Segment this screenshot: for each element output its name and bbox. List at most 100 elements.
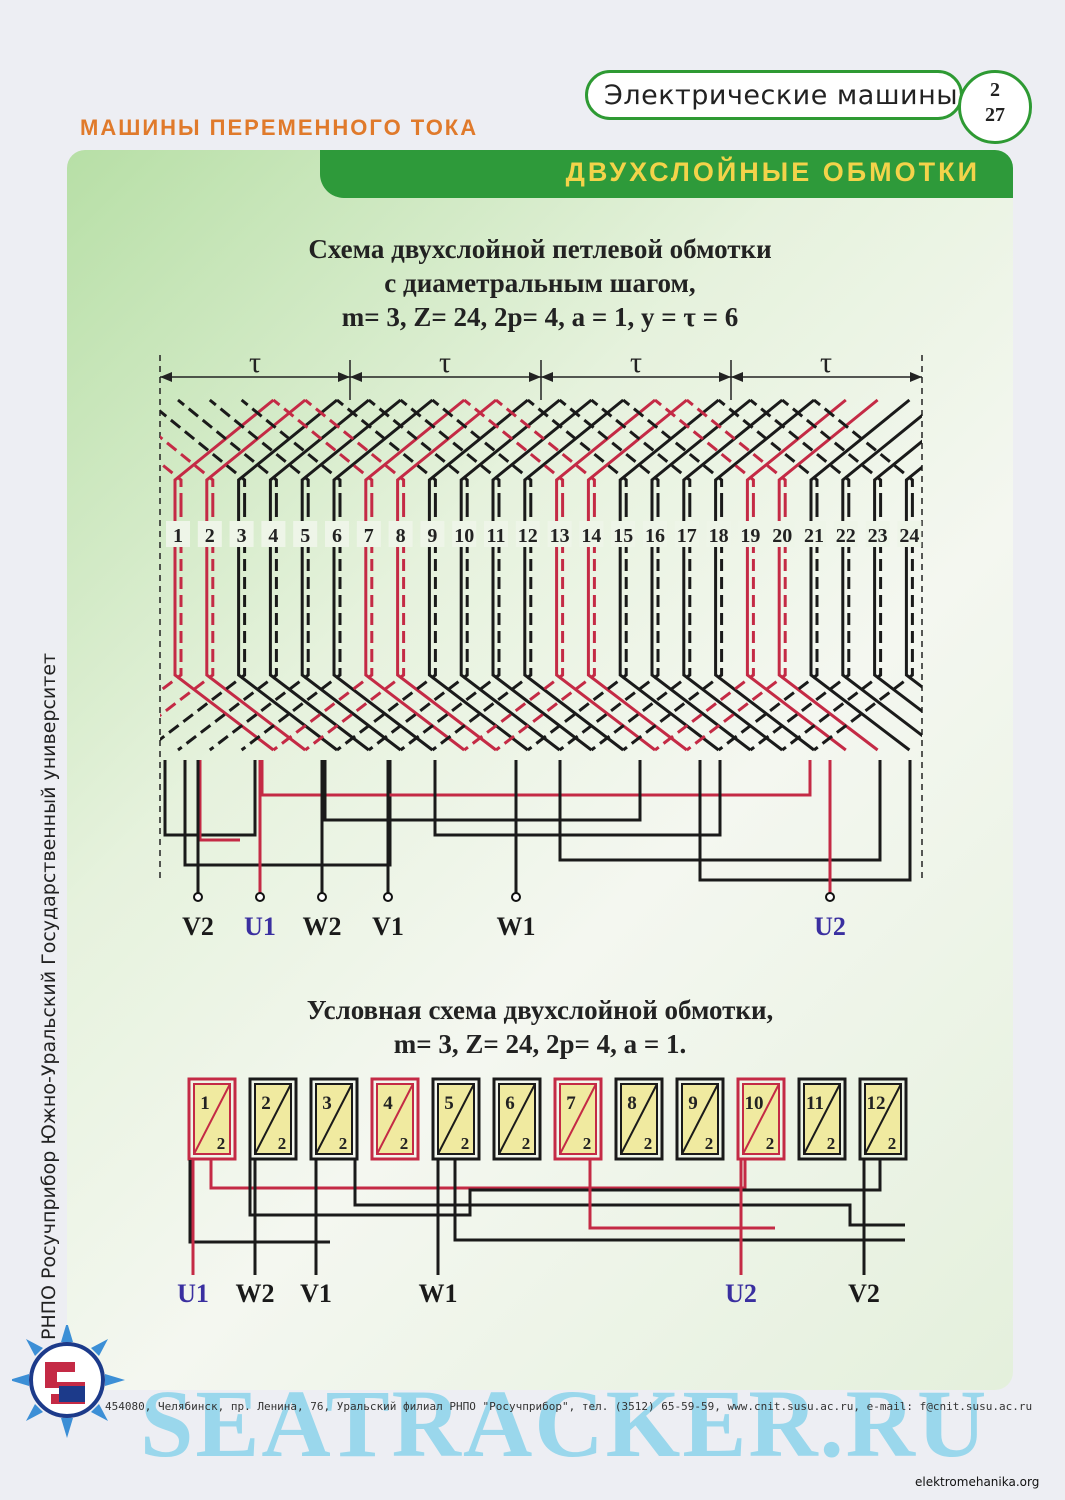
coil-diagonal <box>864 1083 902 1155</box>
coil-group-frame <box>797 1077 847 1161</box>
end-winding-bottom <box>873 650 922 714</box>
end-winding-top-dashed <box>431 398 533 505</box>
tau-label: τ <box>630 346 642 379</box>
slot-number: 4 <box>268 525 278 547</box>
coil-diagonal <box>498 1083 536 1155</box>
winding-diagram-1 <box>159 355 923 880</box>
connection-lead-2 <box>248 1160 882 1217</box>
coil-group-frame <box>736 1077 786 1161</box>
coil-group-sub: 2 <box>827 1134 836 1153</box>
coil-group-sub: 2 <box>217 1134 226 1153</box>
end-winding-bottom-dashed <box>526 650 628 752</box>
terminal-label-u1: U1 <box>244 912 276 941</box>
end-winding-bottom-dashed <box>160 650 215 718</box>
end-winding-bottom-dashed <box>463 650 565 752</box>
end-winding-bottom <box>809 650 911 752</box>
end-winding-bottom-dashed <box>367 650 469 752</box>
terminal-label-w1: W1 <box>497 912 536 941</box>
coil-group-sub: 2 <box>400 1134 409 1153</box>
end-winding-top-dashed <box>813 398 914 505</box>
coil-group-frame <box>187 1077 237 1161</box>
coil-diagonal <box>315 1083 353 1155</box>
end-winding-bottom-dashed <box>654 650 755 752</box>
coil-diagonal <box>803 1083 841 1155</box>
terminal-dot <box>193 892 203 902</box>
slot-number-bg <box>261 521 286 547</box>
coil-diagonal <box>742 1083 780 1155</box>
connection-lead <box>260 760 812 797</box>
tau-arrow-icon <box>338 372 350 382</box>
slot-number-bg <box>484 521 508 547</box>
coil-group-number: 11 <box>806 1093 824 1114</box>
coil-group-sub: 2 <box>583 1134 592 1153</box>
slot-number: 9 <box>427 525 437 547</box>
end-winding-top-dashed <box>177 398 278 505</box>
coil-group-frame <box>553 1077 603 1161</box>
end-winding-top <box>809 398 911 505</box>
coil-group-sub: 2 <box>339 1134 348 1153</box>
slot-number-bg <box>229 521 254 547</box>
slot-number: 8 <box>396 525 406 547</box>
coil-group-frame <box>431 1077 481 1161</box>
terminal-dot <box>255 892 265 902</box>
diagram1-heading-2: с диаметральным шагом, <box>384 268 696 298</box>
terminal-label-u2: U2 <box>814 912 846 941</box>
tau-arrow-icon <box>719 372 731 382</box>
coil-group-number: 8 <box>627 1093 637 1114</box>
slot-number: 17 <box>677 525 697 547</box>
slot-number-bg <box>515 521 540 547</box>
terminal2-label-w1: W1 <box>419 1279 458 1308</box>
coil-group-sub: 2 <box>766 1134 775 1153</box>
slot-number: 24 <box>899 525 919 547</box>
end-winding-top-dashed <box>336 398 437 505</box>
coil-group-number: 3 <box>322 1093 332 1114</box>
slot-number: 12 <box>518 525 538 547</box>
end-winding-top-dashed <box>590 398 692 505</box>
end-winding-top-dashed <box>160 460 183 505</box>
coil-group-frame <box>614 1077 664 1161</box>
connection-lead <box>698 760 912 882</box>
end-winding-bottom-dashed <box>781 650 883 752</box>
end-winding-top-dashed <box>781 398 883 505</box>
header-title: Электрические машины <box>604 80 959 111</box>
slot-number-bg <box>325 521 349 547</box>
end-winding-bottom-dashed <box>160 650 183 693</box>
end-winding-top-dashed <box>685 398 787 505</box>
slot-number: 6 <box>332 525 342 547</box>
tau-arrow-icon <box>731 372 743 382</box>
connection-lead <box>163 760 257 837</box>
slot-number-bg <box>897 521 922 547</box>
end-winding-top-dashed <box>160 435 215 505</box>
end-winding-bottom <box>904 650 922 689</box>
terminal2-label-v1: V1 <box>300 1279 332 1308</box>
end-winding-top-dashed <box>367 398 469 505</box>
tau-label: τ <box>439 346 451 379</box>
slot-number: 19 <box>740 525 760 547</box>
end-winding-top-dashed <box>304 398 406 505</box>
coil-diagonal <box>620 1083 658 1155</box>
section-title: МАШИНЫ ПЕРЕМЕННОГО ТОКА <box>80 115 479 140</box>
slot-number: 15 <box>613 525 633 547</box>
slot-number-bg <box>833 521 858 547</box>
footer-address: 454080, Челябинск, пр. Ленина, 76, Ураль… <box>105 1400 1033 1413</box>
coil-group-number: 1 <box>200 1093 210 1114</box>
slot-number: 1 <box>173 525 183 547</box>
connection-lead-2 <box>588 1160 775 1230</box>
end-winding-bottom-dashed <box>495 650 596 752</box>
slot-number-bg <box>643 521 667 547</box>
coil-group-frame <box>675 1077 725 1161</box>
slot-number-bg <box>770 521 795 547</box>
connection-lead <box>198 760 240 842</box>
end-winding-bottom-dashed <box>240 650 342 752</box>
end-winding-bottom-dashed <box>177 650 278 752</box>
end-winding-bottom-dashed <box>622 650 724 752</box>
connection-lead-2 <box>209 1160 747 1190</box>
end-winding-bottom <box>173 650 275 752</box>
connection-lead-2 <box>453 1160 905 1242</box>
slot-number: 20 <box>772 525 792 547</box>
end-winding-bottom-dashed <box>558 650 660 752</box>
end-winding-top-dashed <box>208 398 310 505</box>
tau-arrow-icon <box>160 372 172 382</box>
end-winding-top <box>873 439 922 505</box>
